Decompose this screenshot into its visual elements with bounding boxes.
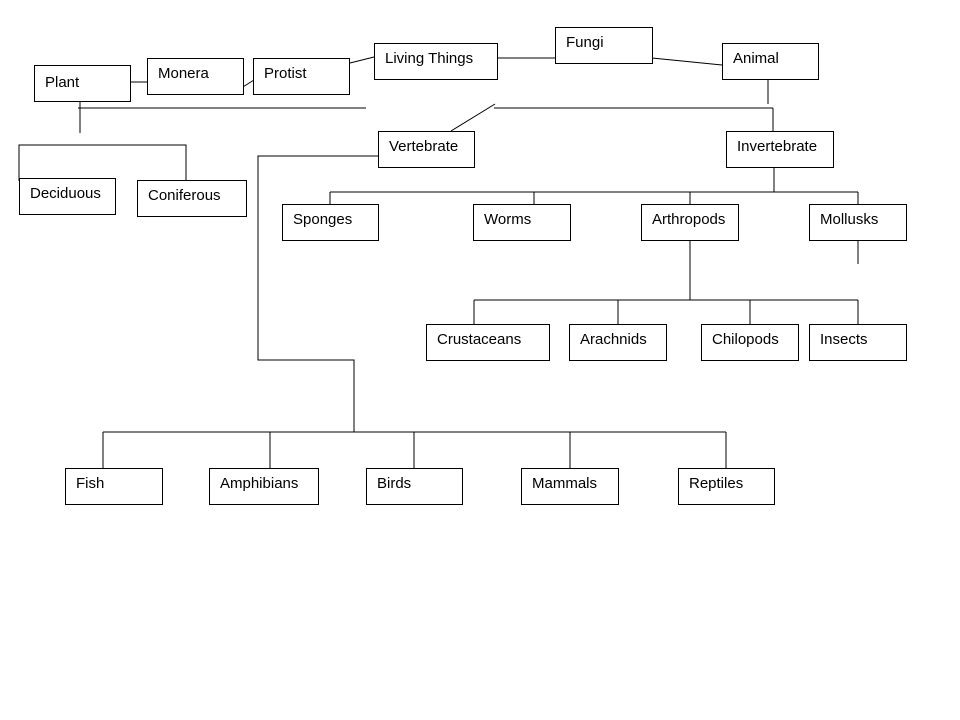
connector-plant-branch <box>18 144 187 181</box>
node-crustaceans: Crustaceans <box>426 324 550 361</box>
node-animal: Animal <box>722 43 819 80</box>
node-living-things: Living Things <box>374 43 498 80</box>
node-vertebrate: Vertebrate <box>378 131 475 168</box>
node-fungi: Fungi <box>555 27 653 64</box>
node-sponges: Sponges <box>282 204 379 241</box>
connector-to-vertebrate <box>450 103 496 132</box>
node-insects: Insects <box>809 324 907 361</box>
node-mollusks: Mollusks <box>809 204 907 241</box>
node-worms: Worms <box>473 204 571 241</box>
node-reptiles: Reptiles <box>678 468 775 505</box>
node-amphibians: Amphibians <box>209 468 319 505</box>
connector-vertebrate-branch <box>257 155 378 432</box>
node-invertebrate: Invertebrate <box>726 131 834 168</box>
node-plant: Plant <box>34 65 131 102</box>
node-birds: Birds <box>366 468 463 505</box>
connector-fungi-animal <box>651 57 723 66</box>
node-monera: Monera <box>147 58 244 95</box>
node-protist: Protist <box>253 58 350 95</box>
node-coniferous: Coniferous <box>137 180 247 217</box>
node-chilopods: Chilopods <box>701 324 799 361</box>
node-deciduous: Deciduous <box>19 178 116 215</box>
node-mammals: Mammals <box>521 468 619 505</box>
node-arthropods: Arthropods <box>641 204 739 241</box>
connector-protist-living <box>349 56 375 64</box>
node-fish: Fish <box>65 468 163 505</box>
node-arachnids: Arachnids <box>569 324 667 361</box>
